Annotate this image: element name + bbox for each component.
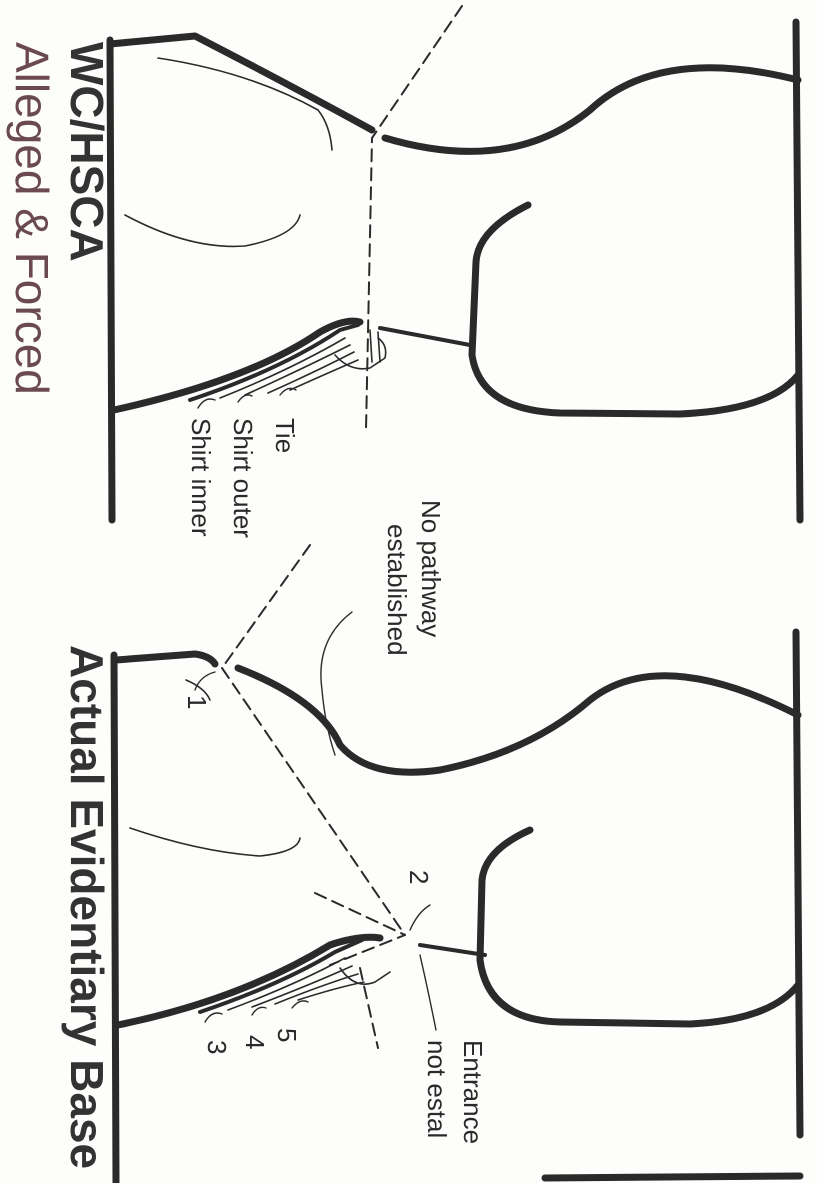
label-num-3: 3 [204, 1040, 230, 1054]
label-no-pathway-line2: established [384, 524, 410, 656]
bottom-neck-upper-outline [238, 668, 798, 772]
top-tie-marks [370, 330, 380, 362]
bottom-neck-lower-outline [420, 945, 485, 955]
top-title-line1: WC/HSCA [64, 42, 110, 262]
label-shirt-inner: Shirt inner [188, 418, 214, 537]
label-shirt-outer: Shirt outer [230, 418, 256, 538]
bottom-dashed-upper [222, 545, 310, 668]
top-neck-lower-outline [380, 328, 470, 345]
label-entrance-line1: Entrance [460, 1040, 486, 1144]
bottom-dashed-lower [360, 968, 378, 1048]
bottom-tie-knot [340, 968, 390, 984]
bottom-leader-5 [292, 1001, 308, 1008]
bottom-collar-upper-outline [116, 654, 215, 664]
top-collar-fold-2 [125, 215, 300, 246]
top-neck-upper-outline [385, 68, 798, 152]
bottom-leader-entrance [420, 955, 436, 1030]
bottom-leader-4 [252, 1007, 266, 1015]
bottom-jaw-outline [480, 830, 798, 1024]
bottom-leader-3 [205, 1013, 222, 1022]
bottom-collar-fold [130, 828, 300, 856]
top-right-baseline [796, 22, 800, 520]
top-collar-fold-1 [158, 58, 332, 150]
bottom-panel-drawing [114, 545, 800, 1183]
top-leader-shirt-inner [198, 399, 215, 408]
top-collar-lower-outline [114, 321, 360, 410]
top-leader-tie [280, 388, 296, 395]
label-num-1: 1 [184, 695, 210, 709]
label-entrance-line2: not estal [424, 1040, 450, 1138]
bottom-right-baseline [796, 632, 800, 1135]
label-tie: Tie [272, 418, 298, 453]
top-collar-upper-outline [110, 36, 372, 130]
top-trajectory-dashed [366, 6, 462, 430]
label-no-pathway-line1: No pathway [418, 500, 444, 637]
label-num-2: 2 [406, 870, 432, 884]
bottom-corner-stub [545, 1176, 800, 1178]
top-jaw-outline [472, 205, 798, 414]
bottom-leader-2 [410, 905, 430, 930]
top-leader-shirt-outer [238, 395, 252, 402]
label-num-4: 4 [242, 1035, 268, 1049]
bottom-left-baseline [114, 655, 116, 1183]
bottom-title: Actual Evidentiary Base [64, 645, 110, 1169]
top-layer-line-2 [220, 338, 345, 398]
top-title-line2: Alleged & Forced [9, 42, 55, 395]
label-num-5: 5 [274, 1028, 300, 1042]
